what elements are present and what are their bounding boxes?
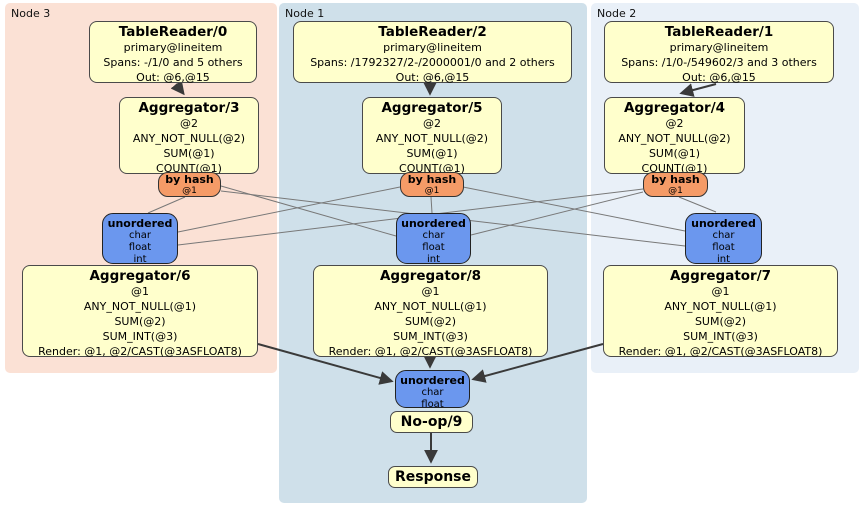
stream-type: float bbox=[422, 242, 445, 253]
by-hash-key: @1 bbox=[182, 186, 197, 196]
unordered-label: unordered bbox=[691, 217, 756, 230]
unordered-label: unordered bbox=[107, 217, 173, 230]
by-hash-key: @1 bbox=[668, 186, 683, 196]
aggregator-5-node: Aggregator/5 @2 ANY_NOT_NULL(@2) SUM(@1)… bbox=[362, 97, 502, 175]
aggregator-7-line: Render: @1, @2/CAST(@3ASFLOAT8) bbox=[618, 345, 823, 358]
node2-label: Node 2 bbox=[597, 7, 637, 20]
aggregator-7-line: SUM_INT(@3) bbox=[683, 330, 758, 343]
by-hash-key: @1 bbox=[424, 186, 440, 196]
aggregator-5-line: ANY_NOT_NULL(@2) bbox=[375, 132, 489, 145]
aggregator-8-line: Render: @1, @2/CAST(@3ASFLOAT8) bbox=[328, 345, 533, 358]
stream-type: float bbox=[421, 399, 444, 410]
tablereader-1-line: Spans: /1/0-/549602/3 and 3 others bbox=[621, 56, 817, 69]
unordered-label: unordered bbox=[400, 374, 465, 387]
aggregator-3-line: SUM(@1) bbox=[163, 147, 215, 160]
aggregator-3-line: ANY_NOT_NULL(@2) bbox=[132, 132, 246, 145]
stream-type: float bbox=[712, 242, 735, 253]
stream-type: int bbox=[716, 254, 731, 265]
aggregator-5-title: Aggregator/5 bbox=[381, 100, 483, 116]
by-hash-label: by hash bbox=[651, 173, 700, 186]
aggregator-7-line: ANY_NOT_NULL(@1) bbox=[664, 300, 777, 313]
tablereader-2-line: Spans: /1792327/2-/2000001/0 and 2 other… bbox=[310, 56, 555, 69]
tablereader-2-node: TableReader/2 primary@lineitem Spans: /1… bbox=[293, 21, 572, 84]
stream-type: int bbox=[133, 254, 147, 265]
aggregator-7-node: Aggregator/7 @1 ANY_NOT_NULL(@1) SUM(@2)… bbox=[603, 265, 838, 358]
aggregator-3-title: Aggregator/3 bbox=[138, 100, 240, 116]
stream-type: float bbox=[128, 242, 152, 253]
aggregator-8-node: Aggregator/8 @1 ANY_NOT_NULL(@1) SUM(@2)… bbox=[313, 265, 548, 358]
aggregator-8-title: Aggregator/8 bbox=[379, 268, 482, 284]
aggregator-8-line: SUM_INT(@3) bbox=[393, 330, 468, 343]
by-hash-router-node2: by hash @1 bbox=[643, 172, 708, 197]
aggregator-4-title: Aggregator/4 bbox=[623, 100, 726, 116]
by-hash-label: by hash bbox=[407, 173, 457, 186]
tablereader-0-line: Out: @6,@15 bbox=[136, 71, 210, 84]
aggregator-4-line: ANY_NOT_NULL(@2) bbox=[618, 132, 731, 145]
by-hash-label: by hash bbox=[165, 173, 214, 186]
tablereader-0-line: Spans: -/1/0 and 5 others bbox=[103, 56, 243, 69]
tablereader-2-line: Out: @6,@15 bbox=[395, 71, 470, 84]
response-node: Response bbox=[388, 466, 478, 488]
aggregator-4-line: SUM(@1) bbox=[648, 147, 701, 160]
aggregator-8-line: ANY_NOT_NULL(@1) bbox=[374, 300, 487, 313]
aggregator-3-line: @2 bbox=[180, 117, 198, 130]
aggregator-4-node: Aggregator/4 @2 ANY_NOT_NULL(@2) SUM(@1)… bbox=[604, 97, 745, 175]
unordered-stream-output: unordered char float bbox=[395, 370, 470, 410]
node3-label: Node 3 bbox=[11, 7, 51, 20]
aggregator-4-line: @2 bbox=[665, 117, 684, 130]
aggregator-7-title: Aggregator/7 bbox=[669, 268, 772, 284]
unordered-label: unordered bbox=[401, 217, 466, 230]
tablereader-0-title: TableReader/0 bbox=[118, 24, 228, 40]
tablereader-0-line: primary@lineitem bbox=[123, 41, 223, 54]
aggregator-3-line: COUNT(@1) bbox=[156, 162, 222, 175]
unordered-stream-node2: unordered char float int bbox=[685, 213, 762, 265]
aggregator-7-line: SUM(@2) bbox=[694, 315, 747, 328]
unordered-stream-node3: unordered char float int bbox=[102, 213, 178, 265]
tablereader-2-title: TableReader/2 bbox=[378, 24, 487, 40]
tablereader-1-line: Out: @6,@15 bbox=[682, 71, 756, 84]
by-hash-router-node1: by hash @1 bbox=[400, 172, 464, 197]
stream-type: int bbox=[426, 254, 441, 265]
aggregator-6-line: Render: @1, @2/CAST(@3ASFLOAT8) bbox=[38, 345, 242, 358]
stream-type: char bbox=[128, 230, 152, 241]
aggregator-7-line: @1 bbox=[711, 285, 730, 298]
aggregator-6-line: @1 bbox=[131, 285, 149, 298]
tablereader-0-node: TableReader/0 primary@lineitem Spans: -/… bbox=[89, 21, 257, 84]
aggregator-6-line: SUM_INT(@3) bbox=[102, 330, 178, 343]
aggregator-6-title: Aggregator/6 bbox=[89, 268, 191, 284]
tablereader-1-line: primary@lineitem bbox=[669, 41, 769, 54]
by-hash-router-node3: by hash @1 bbox=[158, 172, 221, 197]
aggregator-8-line: SUM(@2) bbox=[404, 315, 457, 328]
aggregator-8-line: @1 bbox=[421, 285, 440, 298]
aggregator-3-node: Aggregator/3 @2 ANY_NOT_NULL(@2) SUM(@1)… bbox=[119, 97, 259, 175]
aggregator-5-line: COUNT(@1) bbox=[399, 162, 465, 175]
unordered-stream-node1: unordered char float int bbox=[396, 213, 471, 265]
stream-type: char bbox=[421, 387, 444, 398]
tablereader-1-title: TableReader/1 bbox=[664, 24, 774, 40]
stream-type: char bbox=[712, 230, 735, 241]
aggregator-6-line: SUM(@2) bbox=[114, 315, 166, 328]
tablereader-2-line: primary@lineitem bbox=[383, 41, 482, 54]
noop-node: No-op/9 bbox=[390, 411, 473, 433]
aggregator-5-line: SUM(@1) bbox=[406, 147, 458, 160]
aggregator-6-node: Aggregator/6 @1 ANY_NOT_NULL(@1) SUM(@2)… bbox=[22, 265, 258, 358]
aggregator-6-line: ANY_NOT_NULL(@1) bbox=[83, 300, 197, 313]
stream-type: char bbox=[422, 230, 445, 241]
tablereader-1-node: TableReader/1 primary@lineitem Spans: /1… bbox=[604, 21, 834, 84]
aggregator-4-line: COUNT(@1) bbox=[641, 162, 708, 175]
aggregator-5-line: @2 bbox=[423, 117, 441, 130]
node1-label: Node 1 bbox=[285, 7, 325, 20]
